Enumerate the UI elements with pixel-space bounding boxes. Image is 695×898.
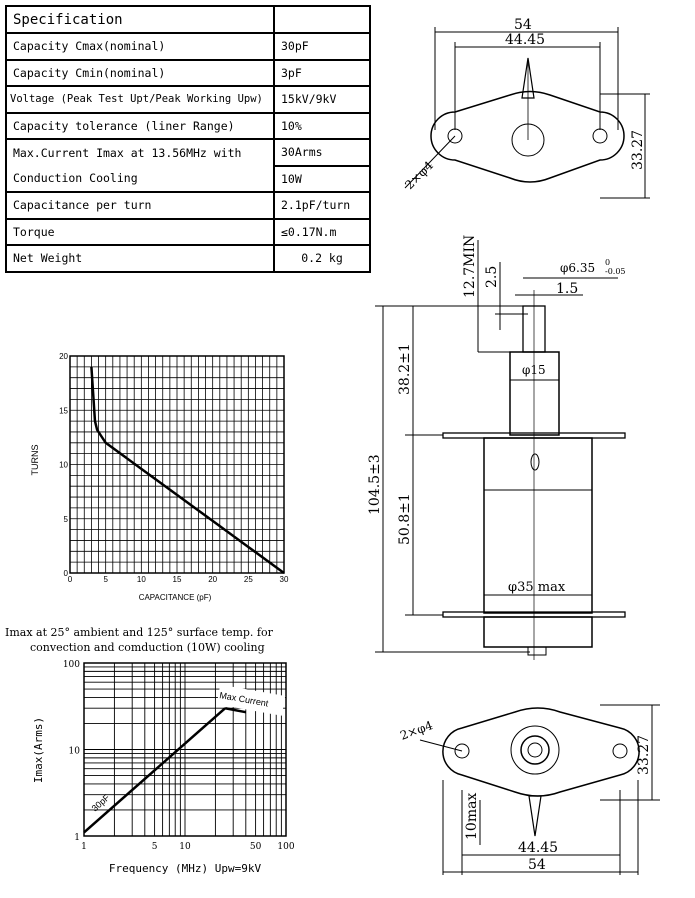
dim-overall: 104.5±3: [367, 454, 383, 515]
y-tick-label: 1: [74, 833, 80, 843]
x-tick-label: 5: [152, 842, 158, 852]
dim-upper: 38.2±1: [397, 343, 413, 395]
y-tick-label: 15: [59, 406, 68, 415]
turns-curve: [90, 366, 285, 575]
dim-body-dia: φ35 max: [508, 580, 566, 595]
top-view: 54 44.45 33.27 2×φ4: [402, 17, 650, 199]
x-tick-label: 1: [81, 842, 87, 852]
dim-pin: 10max: [464, 793, 480, 840]
row-value: 2.1pF/turn: [273, 191, 371, 220]
y-tick-label: 20: [59, 352, 68, 361]
dim-hole-spacing: 44.45: [518, 840, 558, 856]
dim-lower: 50.8±1: [397, 493, 413, 545]
x-axis-label: CAPACITANCE (pF): [139, 593, 212, 602]
y-axis-label: Imax(Arms): [32, 717, 45, 783]
y-tick-label: 10: [59, 461, 68, 470]
row-value: 10W: [273, 164, 371, 193]
dim-tol-upper: 0: [605, 258, 610, 267]
row-value: 30pF: [273, 32, 371, 61]
row-label: Conduction Cooling: [5, 165, 275, 193]
table-row: Torque≤0.17N.m: [5, 217, 371, 246]
x-tick-label: 10: [137, 575, 146, 584]
dim-holes: 2×φ4: [402, 158, 436, 192]
y-tick-label: 10: [69, 747, 81, 757]
dim-slot-depth: 2.5: [484, 266, 500, 288]
row-label: Net Weight: [5, 244, 275, 273]
dim-neck-dia: φ15: [522, 363, 546, 377]
dim-hole-spacing: 44.45: [505, 32, 545, 48]
x-axis-label: Frequency (MHz) Upw=9kV: [109, 862, 262, 875]
row-value: 0.2 kg: [273, 244, 371, 273]
row-label: Capacity tolerance (liner Range): [5, 111, 275, 140]
dim-tol-lower: -0.05: [605, 267, 626, 276]
dim-shaft-length: 12.7MIN: [462, 235, 478, 298]
plot-frame: [83, 662, 287, 837]
x-tick-label: 5: [103, 575, 108, 584]
x-tick-label: 100: [277, 842, 294, 852]
dim-width: 54: [514, 17, 532, 33]
y-tick-label: 100: [63, 660, 80, 670]
x-tick-label: 30: [280, 575, 289, 584]
x-tick-label: 50: [250, 842, 262, 852]
dim-holes: 2×φ4: [398, 718, 435, 743]
table-row: Capacity tolerance (liner Range)10%: [5, 111, 371, 140]
dim-height: 33.27: [630, 130, 646, 170]
x-tick-label: 10: [179, 842, 191, 852]
label-bg: [216, 684, 286, 716]
dim-slot-width: 1.5: [556, 281, 578, 297]
bottom-view: 44.45 54 33.27 2×φ4 10max: [398, 704, 660, 875]
x-tick-label: 0: [68, 575, 73, 584]
dim-width: 54: [528, 857, 546, 873]
row-label: Max.Current Imax at 13.56MHz with: [5, 138, 275, 166]
x-tick-label: 25: [244, 575, 253, 584]
row-label: Voltage (Peak Test Upt/Peak Working Upw): [5, 85, 275, 114]
row-value: 10%: [273, 111, 371, 140]
chart2-title-line1: Imax at 25° ambient and 125° surface tem…: [5, 626, 274, 639]
dim-height: 33.27: [636, 735, 652, 775]
table-row: Voltage (Peak Test Upt/Peak Working Upw)…: [5, 85, 371, 114]
spec-table: Specification Capacity Cmax(nominal)30pF…: [5, 5, 371, 273]
y-axis-label: TURNS: [30, 445, 40, 476]
series-line-max-current: [224, 707, 247, 714]
chart2-title-line2: convection and comduction (10W) cooling: [30, 641, 265, 654]
x-tick-label: 15: [173, 575, 182, 584]
spec-title: Specification: [5, 5, 275, 34]
x-tick-label: 20: [208, 575, 217, 584]
plot-frame: [69, 355, 285, 574]
series-line-30pf: [83, 707, 227, 834]
row-value: 3pF: [273, 58, 371, 87]
y-tick-label: 5: [64, 515, 69, 524]
side-view: 104.5±3 38.2±1 50.8±1 12.7MIN 2.5 φ6.35 …: [367, 235, 626, 660]
dim-shaft-dia: φ6.35: [560, 261, 595, 275]
y-tick-label: 0: [64, 569, 69, 578]
